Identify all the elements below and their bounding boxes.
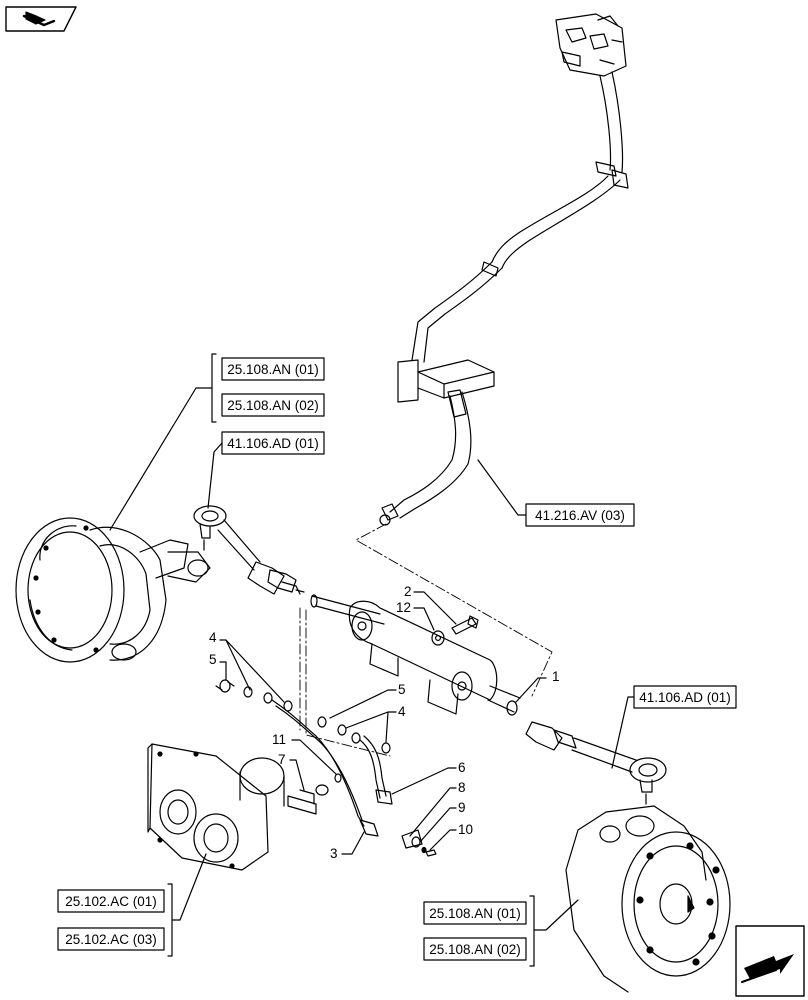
ref-label[interactable]: 41.106.AD (01) xyxy=(639,690,731,705)
callout-item-2[interactable]: 2 xyxy=(404,584,457,625)
item-number[interactable]: 1 xyxy=(552,669,560,684)
callout-item-10[interactable]: 10 xyxy=(429,822,473,851)
ref-group-final-drive[interactable]: 25.102.AC (01) 25.102.AC (03) xyxy=(57,853,207,957)
callout-item-7[interactable]: 7 xyxy=(278,752,305,791)
item-number[interactable]: 12 xyxy=(396,600,411,615)
callout-item-9[interactable]: 9 xyxy=(419,800,466,843)
callout-item-5-left[interactable]: 5 xyxy=(209,652,227,681)
ref-label[interactable]: 41.216.AV (03) xyxy=(535,508,625,523)
next-page-arrow-icon[interactable] xyxy=(735,925,805,997)
ref-tie-rod-right[interactable]: 41.106.AD (01) xyxy=(611,685,737,769)
callout-item-5-right[interactable]: 5 xyxy=(329,682,406,719)
catalog-book-icon[interactable] xyxy=(5,6,77,32)
ref-label[interactable]: 25.102.AC (01) xyxy=(65,894,157,909)
item-number[interactable]: 9 xyxy=(458,800,466,815)
right-tie-rod-end xyxy=(525,721,667,805)
ref-label[interactable]: 25.108.AN (02) xyxy=(429,942,521,957)
ref-group-bottom-right[interactable]: 25.108.AN (01) 25.108.AN (02) xyxy=(423,895,579,967)
ref-hose-assembly[interactable]: 41.216.AV (03) xyxy=(477,459,635,527)
ref-group-top-left[interactable]: 25.108.AN (01) 25.108.AN (02) xyxy=(109,353,325,531)
ref-label[interactable]: 25.102.AC (03) xyxy=(65,932,157,947)
callout-item-12[interactable]: 12 xyxy=(396,600,435,631)
item-number[interactable]: 5 xyxy=(398,682,406,697)
callout-item-8[interactable]: 8 xyxy=(409,780,466,837)
ref-label[interactable]: 25.108.AN (02) xyxy=(227,398,319,413)
item-number[interactable]: 3 xyxy=(330,846,338,861)
ref-tie-rod-left[interactable]: 41.106.AD (01) xyxy=(207,431,325,509)
bolt-and-washer xyxy=(431,615,479,646)
ref-label[interactable]: 41.106.AD (01) xyxy=(227,436,319,451)
callout-item-6[interactable]: 6 xyxy=(391,760,466,795)
item-number[interactable]: 6 xyxy=(458,760,466,775)
right-wheel-hub xyxy=(565,805,731,993)
callout-item-4-left[interactable]: 4 xyxy=(209,630,285,703)
item-number[interactable]: 10 xyxy=(458,822,473,837)
left-wheel-hub xyxy=(15,517,211,663)
item-number[interactable]: 2 xyxy=(404,584,412,599)
item-number[interactable]: 7 xyxy=(278,752,286,767)
item-number[interactable]: 8 xyxy=(458,780,466,795)
ref-label[interactable]: 25.108.AN (01) xyxy=(429,906,521,921)
callout-item-11[interactable]: 11 xyxy=(272,732,337,775)
final-drive-housing xyxy=(147,743,285,871)
item-number[interactable]: 4 xyxy=(398,704,406,719)
left-tie-rod-end xyxy=(193,505,305,595)
callout-item-4-right[interactable]: 4 xyxy=(345,704,406,743)
callout-item-1[interactable]: 1 xyxy=(515,669,560,703)
callout-item-3[interactable]: 3 xyxy=(330,831,365,861)
ref-label[interactable]: 25.108.AN (01) xyxy=(227,362,319,377)
item-number[interactable]: 11 xyxy=(272,732,286,747)
item-number[interactable]: 4 xyxy=(209,630,217,645)
hydraulic-hose-assembly xyxy=(355,13,629,697)
steering-cylinder xyxy=(299,594,521,757)
item-number[interactable]: 5 xyxy=(209,652,217,667)
